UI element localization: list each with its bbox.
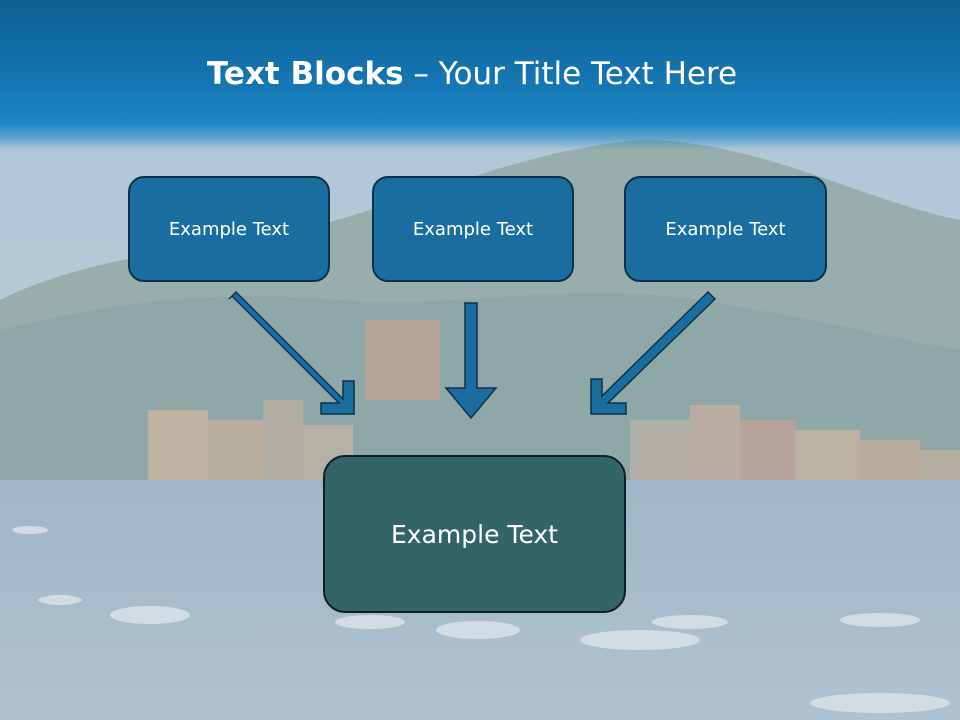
title-rest-text: – Your Title Text Here	[403, 56, 738, 92]
text-block-3[interactable]: Example Text	[624, 176, 827, 282]
arrow-right-diagonal	[590, 290, 717, 415]
arrow-center-down	[444, 302, 498, 420]
text-block-2[interactable]: Example Text	[372, 176, 574, 282]
title-bar	[0, 0, 960, 150]
main-text-block[interactable]: Example Text	[323, 455, 626, 613]
text-block-1[interactable]: Example Text	[128, 176, 330, 282]
main-text-block-label: Example Text	[391, 519, 558, 549]
text-block-3-label: Example Text	[665, 218, 786, 240]
arrow-left-diagonal	[228, 290, 355, 415]
text-block-2-label: Example Text	[412, 218, 534, 240]
text-block-1-label: Example Text	[168, 218, 290, 240]
title-bold-text: Text Blocks	[206, 56, 404, 92]
slide-title: Text Blocks – Your Title Text Here	[0, 52, 944, 96]
